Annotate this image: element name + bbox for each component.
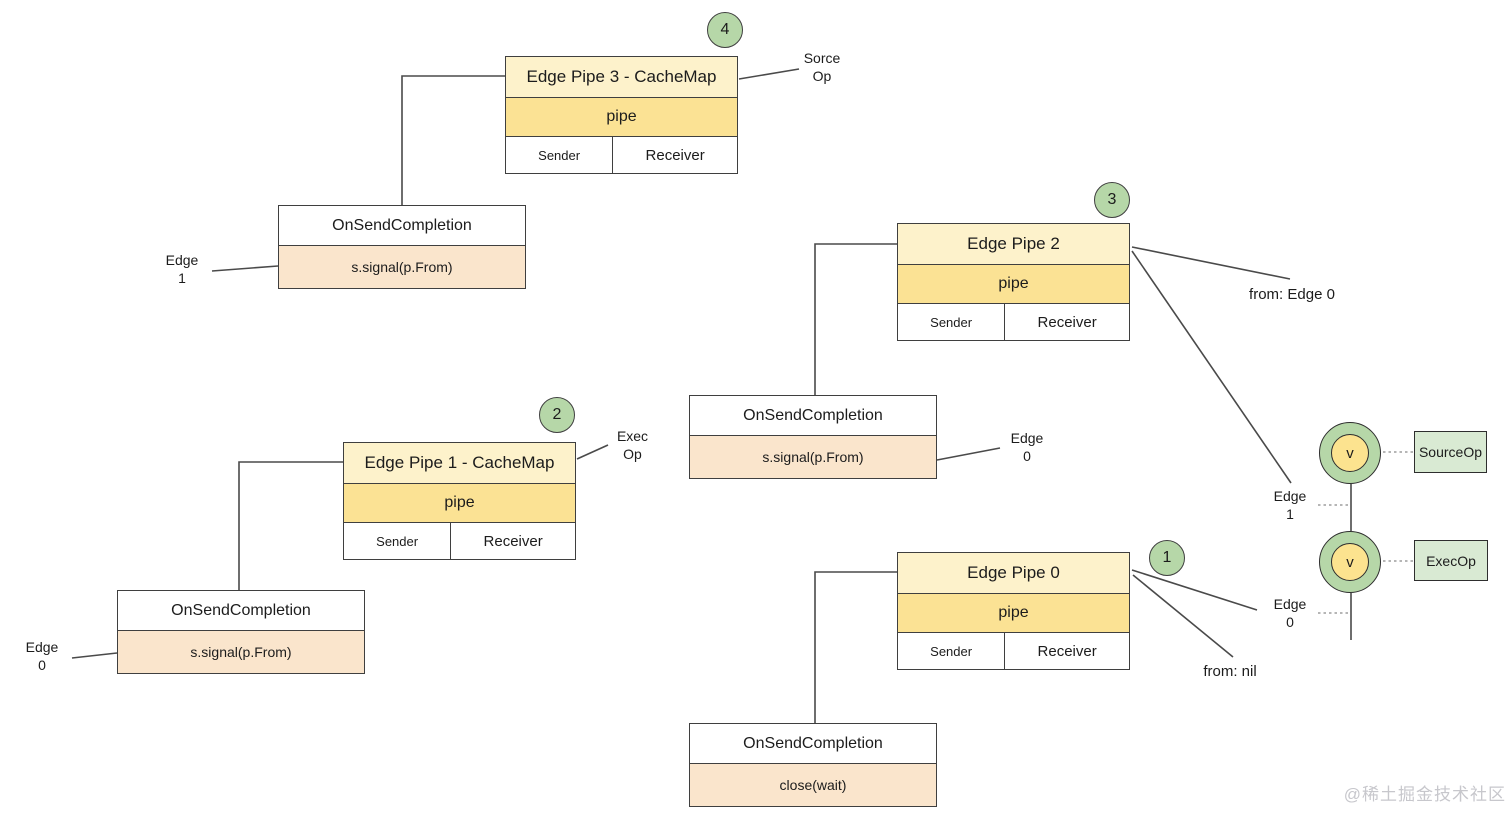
- onsendcompletion-middle-title: OnSendCompletion: [690, 396, 936, 436]
- badge-3: 3: [1094, 182, 1130, 218]
- badge-4: 4: [707, 12, 743, 48]
- edge-1-label-right: Edge 1: [1273, 488, 1307, 522]
- onsendcompletion-bottom-title: OnSendCompletion: [690, 724, 936, 764]
- badge-1: 1: [1149, 540, 1185, 576]
- edge-pipe-1-pipe-row: pipe: [344, 484, 575, 523]
- edge-pipe-0-pipe-row: pipe: [898, 594, 1129, 633]
- onsendcompletion-bottom-box: OnSendCompletion close(wait): [689, 723, 937, 807]
- edge-pipe-1-box: Edge Pipe 1 - CacheMap pipe Sender Recei…: [343, 442, 576, 560]
- edge-pipe-3-title: Edge Pipe 3 - CacheMap: [506, 57, 737, 98]
- edge-pipe-1-title: Edge Pipe 1 - CacheMap: [344, 443, 575, 484]
- badge-1-number: 1: [1162, 549, 1172, 566]
- edge-pipe-2-pipe-row: pipe: [898, 265, 1129, 304]
- edge-pipe-3-box: Edge Pipe 3 - CacheMap pipe Sender Recei…: [505, 56, 738, 174]
- edge-0-label-right: Edge 0: [1273, 596, 1307, 630]
- edge-pipe-0-box: Edge Pipe 0 pipe Sender Receiver: [897, 552, 1130, 670]
- sorce-op-label: Sorce Op: [803, 50, 841, 84]
- sourceop-node: v: [1319, 422, 1381, 484]
- onsendcompletion-middle-body: s.signal(p.From): [690, 436, 936, 478]
- sourceop-node-symbol: v: [1331, 434, 1369, 472]
- onsendcompletion-bottom-left-body: s.signal(p.From): [118, 631, 364, 673]
- edge-0-label-left: Edge 0: [25, 639, 59, 673]
- edge-0-label-middle: Edge 0: [1010, 430, 1044, 464]
- edge-pipe-1-sender-cell: Sender: [344, 523, 452, 559]
- execop-label-box: ExecOp: [1414, 540, 1488, 581]
- onsendcompletion-bottom-left-box: OnSendCompletion s.signal(p.From): [117, 590, 365, 674]
- edge-pipe-2-title: Edge Pipe 2: [898, 224, 1129, 265]
- onsendcompletion-bottom-body: close(wait): [690, 764, 936, 806]
- badge-2: 2: [539, 397, 575, 433]
- edge-pipe-3-sender-cell: Sender: [506, 137, 614, 173]
- edge-pipe-2-receiver-cell: Receiver: [1037, 313, 1097, 331]
- edge-pipe-3-pipe-row: pipe: [506, 98, 737, 137]
- onsendcompletion-top-left-body: s.signal(p.From): [279, 246, 525, 288]
- onsendcompletion-top-left-title: OnSendCompletion: [279, 206, 525, 246]
- edge-pipe-0-receiver-cell: Receiver: [1037, 642, 1097, 660]
- edge-pipe-3-receiver-cell: Receiver: [645, 146, 705, 164]
- edge-pipe-0-title: Edge Pipe 0: [898, 553, 1129, 594]
- onsendcompletion-middle-box: OnSendCompletion s.signal(p.From): [689, 395, 937, 479]
- onsendcompletion-top-left-box: OnSendCompletion s.signal(p.From): [278, 205, 526, 289]
- badge-4-number: 4: [720, 21, 730, 38]
- edge-pipe-0-sender-cell: Sender: [898, 633, 1006, 669]
- watermark: @稀土掘金技术社区: [1343, 785, 1506, 804]
- edge-pipe-2-sender-cell: Sender: [898, 304, 1006, 340]
- badge-2-number: 2: [552, 406, 562, 423]
- sourceop-label-box: SourceOp: [1414, 431, 1487, 473]
- onsendcompletion-bottom-left-title: OnSendCompletion: [118, 591, 364, 631]
- from-nil-label: from: nil: [1203, 663, 1257, 680]
- execop-node-symbol: v: [1331, 543, 1369, 581]
- from-edge0-label: from: Edge 0: [1249, 286, 1335, 303]
- edge-1-label-left: Edge 1: [165, 252, 199, 286]
- edge-pipe-2-box: Edge Pipe 2 pipe Sender Receiver: [897, 223, 1130, 341]
- exec-op-label: Exec Op: [616, 428, 649, 462]
- execop-node: v: [1319, 531, 1381, 593]
- badge-3-number: 3: [1107, 191, 1117, 208]
- edge-pipe-1-receiver-cell: Receiver: [483, 532, 543, 550]
